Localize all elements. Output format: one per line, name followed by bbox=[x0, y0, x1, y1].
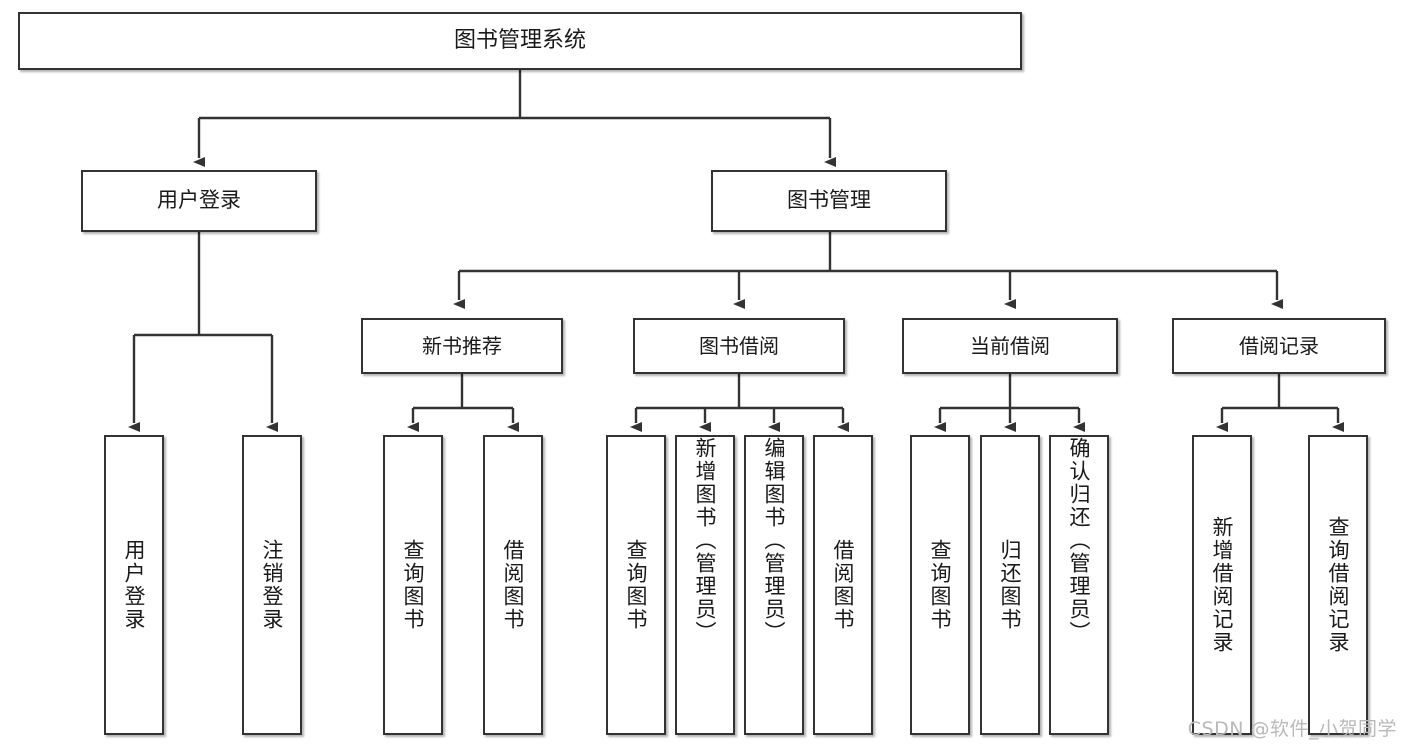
node-leaf-user-login-label: 用户登录 bbox=[122, 539, 147, 631]
node-leaf-query-record[interactable]: 查询借阅记录 bbox=[1308, 435, 1368, 735]
node-leaf-add-record[interactable]: 新增借阅记录 bbox=[1192, 435, 1252, 735]
node-book-management[interactable]: 图书管理 bbox=[711, 170, 947, 232]
node-current-borrow-label: 当前借阅 bbox=[970, 333, 1050, 358]
node-book-management-label: 图书管理 bbox=[787, 188, 871, 213]
node-new-book-recommend[interactable]: 新书推荐 bbox=[361, 318, 563, 374]
node-current-borrow[interactable]: 当前借阅 bbox=[902, 318, 1118, 374]
node-leaf-query-book-1[interactable]: 查询图书 bbox=[383, 435, 443, 735]
node-leaf-add-record-label: 新增借阅记录 bbox=[1210, 516, 1235, 654]
node-user-login[interactable]: 用户登录 bbox=[81, 170, 317, 232]
node-leaf-query-book-2-label: 查询图书 bbox=[624, 539, 649, 631]
node-leaf-add-book-label: 新增图书（管理员） bbox=[693, 437, 718, 644]
node-leaf-confirm-return[interactable]: 确认归还（管理员） bbox=[1049, 435, 1109, 735]
node-book-borrow-label: 图书借阅 bbox=[699, 333, 779, 358]
node-leaf-query-book-3-label: 查询图书 bbox=[928, 539, 953, 631]
node-leaf-borrow-book-2-label: 借阅图书 bbox=[831, 539, 856, 631]
node-leaf-user-logout-label: 注销登录 bbox=[260, 539, 285, 631]
node-leaf-query-book-2[interactable]: 查询图书 bbox=[606, 435, 666, 735]
node-new-book-recommend-label: 新书推荐 bbox=[422, 333, 502, 358]
watermark: CSDN @软件_小贺同学 bbox=[1187, 718, 1397, 740]
node-user-login-label: 用户登录 bbox=[157, 188, 241, 213]
node-leaf-return-book[interactable]: 归还图书 bbox=[980, 435, 1040, 735]
node-leaf-borrow-book-1-label: 借阅图书 bbox=[501, 539, 526, 631]
node-book-borrow[interactable]: 图书借阅 bbox=[633, 318, 845, 374]
node-leaf-add-book[interactable]: 新增图书（管理员） bbox=[675, 435, 735, 735]
node-root[interactable]: 图书管理系统 bbox=[18, 12, 1022, 70]
node-leaf-query-book-1-label: 查询图书 bbox=[401, 539, 426, 631]
node-leaf-borrow-book-1[interactable]: 借阅图书 bbox=[483, 435, 543, 735]
node-leaf-return-book-label: 归还图书 bbox=[998, 539, 1023, 631]
node-leaf-confirm-return-label: 确认归还（管理员） bbox=[1067, 437, 1092, 644]
node-leaf-edit-book-label: 编辑图书（管理员） bbox=[762, 437, 787, 644]
node-leaf-query-book-3[interactable]: 查询图书 bbox=[910, 435, 970, 735]
node-leaf-user-login[interactable]: 用户登录 bbox=[104, 435, 164, 735]
node-leaf-user-logout[interactable]: 注销登录 bbox=[242, 435, 302, 735]
node-borrow-record[interactable]: 借阅记录 bbox=[1172, 318, 1386, 374]
node-leaf-borrow-book-2[interactable]: 借阅图书 bbox=[813, 435, 873, 735]
node-leaf-edit-book[interactable]: 编辑图书（管理员） bbox=[744, 435, 804, 735]
node-leaf-query-record-label: 查询借阅记录 bbox=[1326, 516, 1351, 654]
node-borrow-record-label: 借阅记录 bbox=[1239, 333, 1319, 358]
node-root-label: 图书管理系统 bbox=[453, 27, 586, 53]
